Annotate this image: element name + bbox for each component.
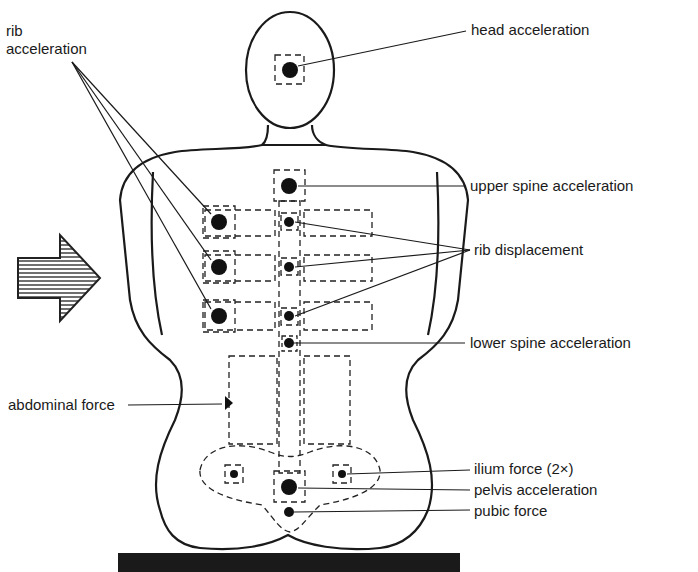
- sensor-label: pubic force: [474, 502, 547, 520]
- sensor-label: rib displacement: [474, 241, 583, 259]
- sensor-label: abdominal force: [8, 396, 115, 414]
- sensor-label: rib acceleration: [6, 22, 102, 58]
- sensor-dots: [211, 62, 346, 517]
- sensor-label: pelvis acceleration: [474, 481, 597, 499]
- sensor-label: ilium force (2×): [474, 460, 574, 478]
- sensor-label: upper spine acceleration: [470, 177, 633, 195]
- sensor-label: head acceleration: [471, 21, 589, 39]
- impact-arrow: [18, 235, 100, 321]
- ground-plate: [118, 553, 460, 572]
- leader-lines: [72, 31, 470, 512]
- body-outline: [120, 12, 468, 549]
- sensor-label: lower spine acceleration: [470, 334, 631, 352]
